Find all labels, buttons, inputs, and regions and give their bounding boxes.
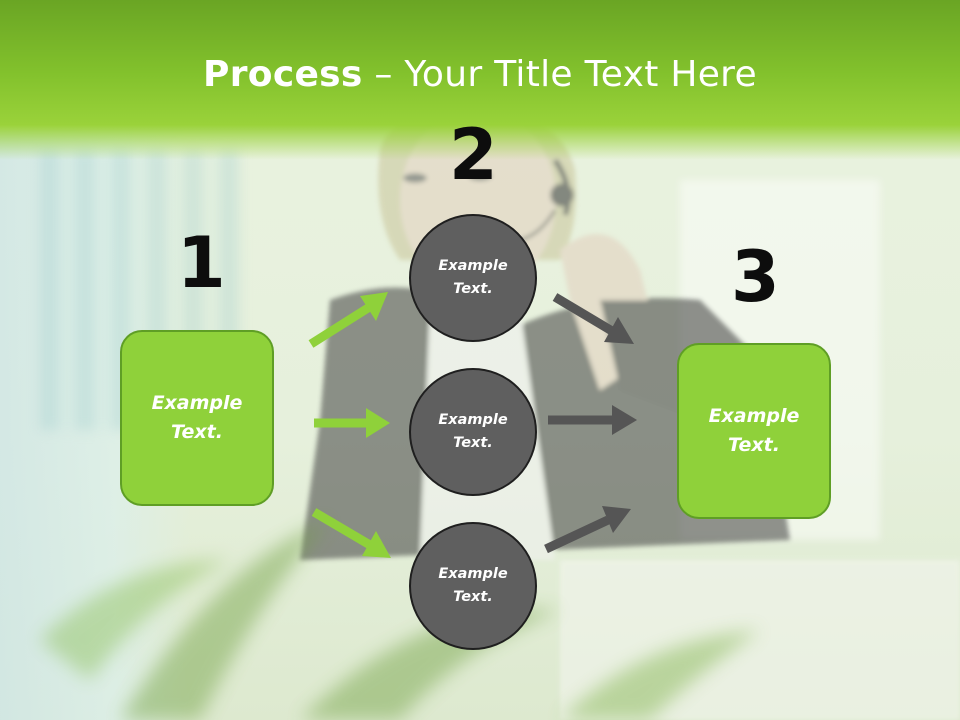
circle-top: Example Text.	[409, 214, 537, 342]
green-arrow-down	[311, 508, 391, 558]
gray-arrow-down	[552, 293, 634, 344]
right-box-label: Example Text.	[708, 405, 800, 456]
title-rest: – Your Title Text Here	[362, 54, 757, 95]
circle-top-label: Example Text.	[438, 258, 508, 297]
green-arrow-up	[308, 292, 388, 348]
left-box: Example Text.	[120, 330, 274, 506]
step-number-3: 3	[731, 236, 780, 318]
gray-arrow-up	[544, 506, 631, 554]
circle-middle-label: Example Text.	[438, 412, 508, 451]
green-arrow-middle	[314, 408, 390, 438]
circle-middle: Example Text.	[409, 368, 537, 496]
gray-arrow-middle	[548, 405, 637, 435]
title-bar	[0, 0, 960, 160]
left-box-label: Example Text.	[151, 392, 243, 443]
circle-bottom: Example Text.	[409, 522, 537, 650]
step-number-1: 1	[177, 222, 226, 304]
title-bold: Process	[203, 54, 363, 95]
circle-bottom-label: Example Text.	[438, 566, 508, 605]
step-number-2: 2	[449, 114, 498, 196]
right-box: Example Text.	[677, 343, 831, 519]
slide-title: Process – Your Title Text Here	[0, 54, 960, 95]
